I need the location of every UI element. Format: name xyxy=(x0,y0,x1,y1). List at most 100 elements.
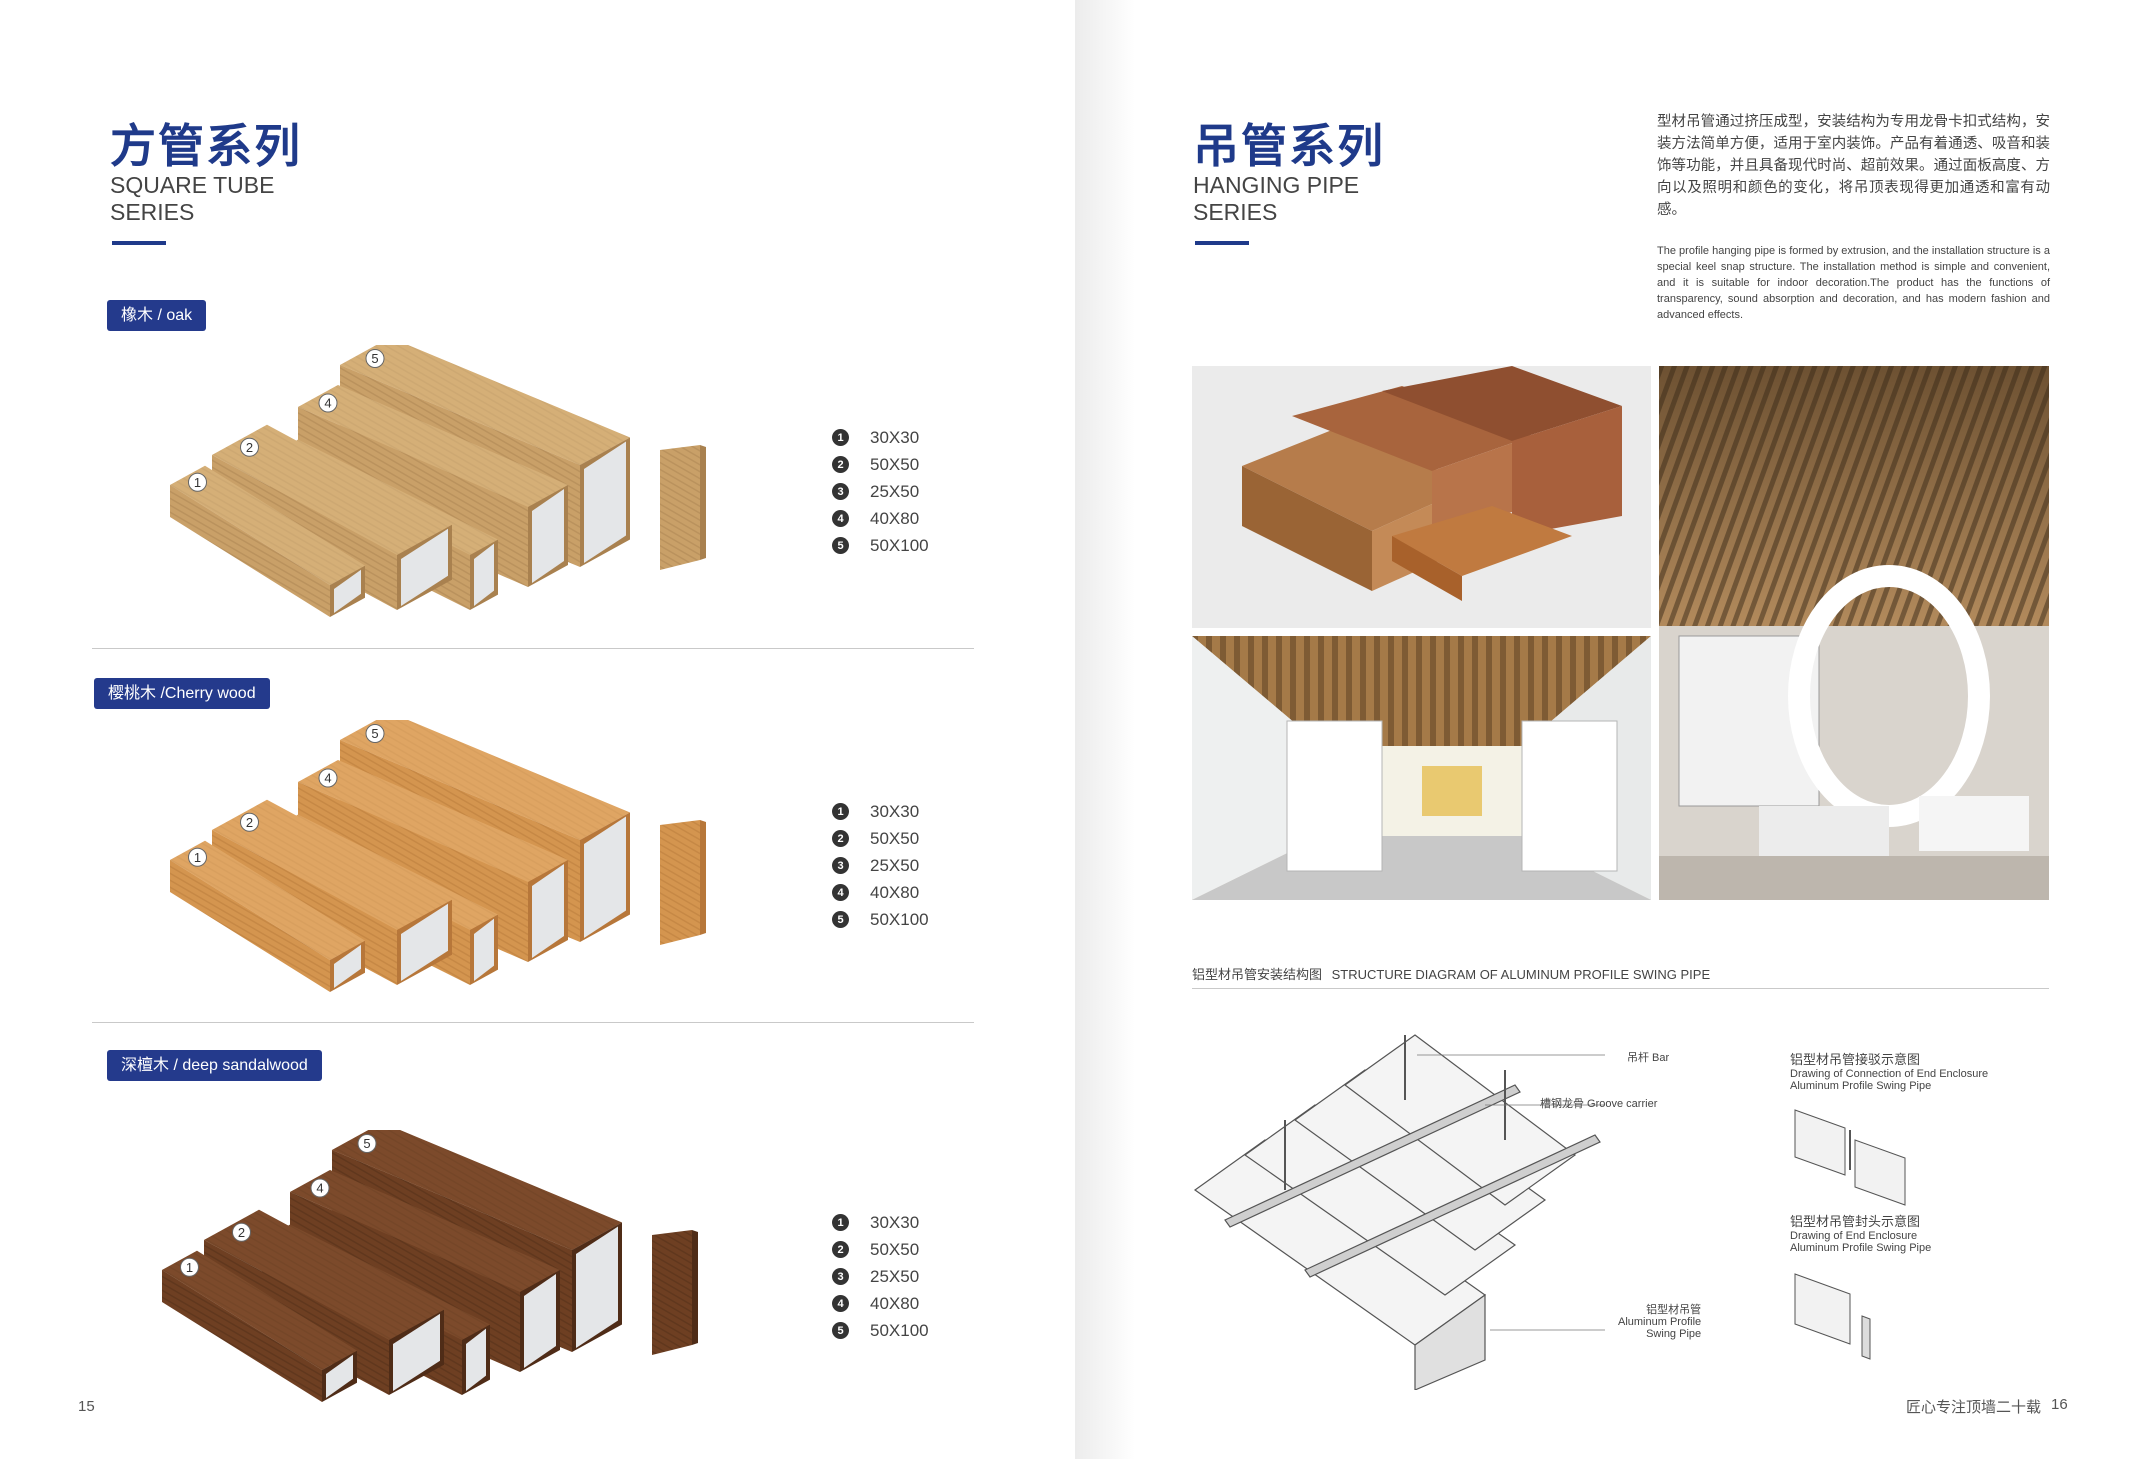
staircase-interior-image xyxy=(1659,366,2049,900)
tube-top-grain xyxy=(332,1130,622,1250)
tube-number-badge xyxy=(365,349,385,368)
book-gutter xyxy=(1075,0,1135,1459)
tube-number-badge xyxy=(318,393,338,413)
tube-1: 1 xyxy=(170,465,365,617)
panel-edge xyxy=(692,1230,698,1345)
tube-number: 5 xyxy=(371,351,378,366)
tube-number: 1 xyxy=(194,850,201,865)
spec-size: 40X80 xyxy=(870,1293,920,1313)
tube-number-badge xyxy=(232,1222,251,1242)
tube-number-badge xyxy=(188,472,207,492)
enclosure-label-cn: 铝型材吊管封头示意图 xyxy=(1790,1214,1921,1229)
spec-item: 1 30X30 xyxy=(832,798,929,825)
section-tag-oak: 橡木 / oak xyxy=(107,300,207,331)
tube-hollow xyxy=(334,944,361,988)
spec-item: 2 50X50 xyxy=(832,1236,929,1263)
diagram-title: 铝型材吊管安装结构图 STRUCTURE DIAGRAM OF ALUMINUM… xyxy=(1192,964,1710,983)
left-title-cn: 方管系列 xyxy=(110,119,302,173)
label-groove-carrier: 槽钢龙骨 Groove carrier xyxy=(1540,1098,1658,1110)
oak-tubes-illustration: 54321 xyxy=(170,345,706,617)
connection-label-cn: 铝型材吊管接驳示意图 xyxy=(1790,1052,1921,1067)
panel-edge xyxy=(700,820,706,935)
spec-number-badge: 4 xyxy=(832,510,849,527)
tube-hollow xyxy=(474,918,494,981)
tube-hollow xyxy=(326,1354,353,1398)
product-photo-profiles xyxy=(1192,366,1651,628)
section-divider xyxy=(92,1022,974,1023)
tube-top-grain xyxy=(170,465,365,585)
tube-hollow xyxy=(474,543,494,606)
tube-top-grain xyxy=(298,760,568,882)
interior-photo-staircase xyxy=(1659,366,2049,900)
label-swing-pipe-en1: Aluminum Profile xyxy=(1618,1316,1702,1328)
profile-panel xyxy=(660,445,706,570)
spec-size: 50X50 xyxy=(870,828,920,848)
diagram-title-en: STRUCTURE DIAGRAM OF ALUMINUM PROFILE SW… xyxy=(1331,967,1711,982)
profile-panel xyxy=(660,820,706,945)
tube-hollow xyxy=(393,1313,440,1391)
tube-top-grain xyxy=(212,424,452,555)
tube-hollow xyxy=(576,1226,618,1348)
spec-size: 50X50 xyxy=(870,1239,920,1259)
tube-number: 1 xyxy=(194,475,201,490)
label-bar: 吊杆 Bar xyxy=(1627,1052,1670,1064)
tube-top-grain xyxy=(340,720,630,840)
tube-hollow xyxy=(584,816,626,938)
tube-side-face xyxy=(170,860,330,992)
tube-1: 1 xyxy=(170,840,365,992)
spec-number-badge: 4 xyxy=(832,884,849,901)
panel-edge xyxy=(700,445,706,560)
tube-number: 2 xyxy=(246,815,253,830)
label-swing-pipe: 铝型材吊管 Aluminum Profile Swing Pipe xyxy=(1618,1304,1701,1340)
section-divider xyxy=(92,648,974,649)
tube-1: 1 xyxy=(162,1250,357,1402)
spec-size: 50X100 xyxy=(870,1320,929,1340)
tube-number-badge xyxy=(310,1178,330,1198)
tube-hollow xyxy=(532,864,564,958)
tube-top-grain xyxy=(212,799,452,930)
tube-number: 4 xyxy=(324,396,331,411)
tube-number: 5 xyxy=(363,1136,370,1151)
spec-number-badge: 1 xyxy=(832,429,849,446)
spec-size: 50X100 xyxy=(870,909,929,929)
tube-hollow xyxy=(532,489,564,583)
tube-top-grain xyxy=(298,385,568,507)
tube-number-badge xyxy=(240,437,259,457)
sandalwood-tubes-illustration: 54321 xyxy=(162,1130,698,1402)
connection-label-en1: Drawing of Connection of End Enclosure xyxy=(1790,1068,1989,1080)
tube-hollow xyxy=(401,903,448,981)
spec-number-badge: 3 xyxy=(832,1268,849,1285)
spec-size: 40X80 xyxy=(870,882,920,902)
panel-face xyxy=(660,820,700,945)
spec-number-badge: 5 xyxy=(832,911,849,928)
panel-face xyxy=(660,445,700,570)
enclosure-label-en1: Drawing of End Enclosure xyxy=(1790,1230,1918,1242)
spec-item: 5 50X100 xyxy=(832,906,929,933)
spec-number-badge: 2 xyxy=(832,1241,849,1258)
spec-number-badge: 1 xyxy=(832,803,849,820)
tube-hollow xyxy=(334,569,361,613)
spec-size: 40X80 xyxy=(870,508,920,528)
footer-slogan: 匠心专注顶墙二十载 xyxy=(1906,1399,2042,1416)
tube-hollow xyxy=(584,441,626,563)
tube-number: 4 xyxy=(316,1181,323,1196)
spec-number-badge: 2 xyxy=(832,830,849,847)
tube-number-badge xyxy=(318,768,338,788)
spec-number-badge: 1 xyxy=(832,1214,849,1231)
tube-number: 1 xyxy=(186,1260,193,1275)
left-title-en: SQUARE TUBE SERIES xyxy=(110,172,275,225)
left-page-number: 15 xyxy=(78,1398,95,1415)
tube-top-grain xyxy=(170,840,365,960)
spec-size: 30X30 xyxy=(870,801,920,821)
left-title-underline xyxy=(112,241,166,245)
left-page: 方管系列 SQUARE TUBE SERIES 橡木 / oak 5 4 3 2 1 1… xyxy=(0,0,1075,1459)
wood-profiles-image xyxy=(1192,366,1651,628)
spec-number-badge: 5 xyxy=(832,537,849,554)
description-en: The profile hanging pipe is formed by ex… xyxy=(1657,245,2050,321)
